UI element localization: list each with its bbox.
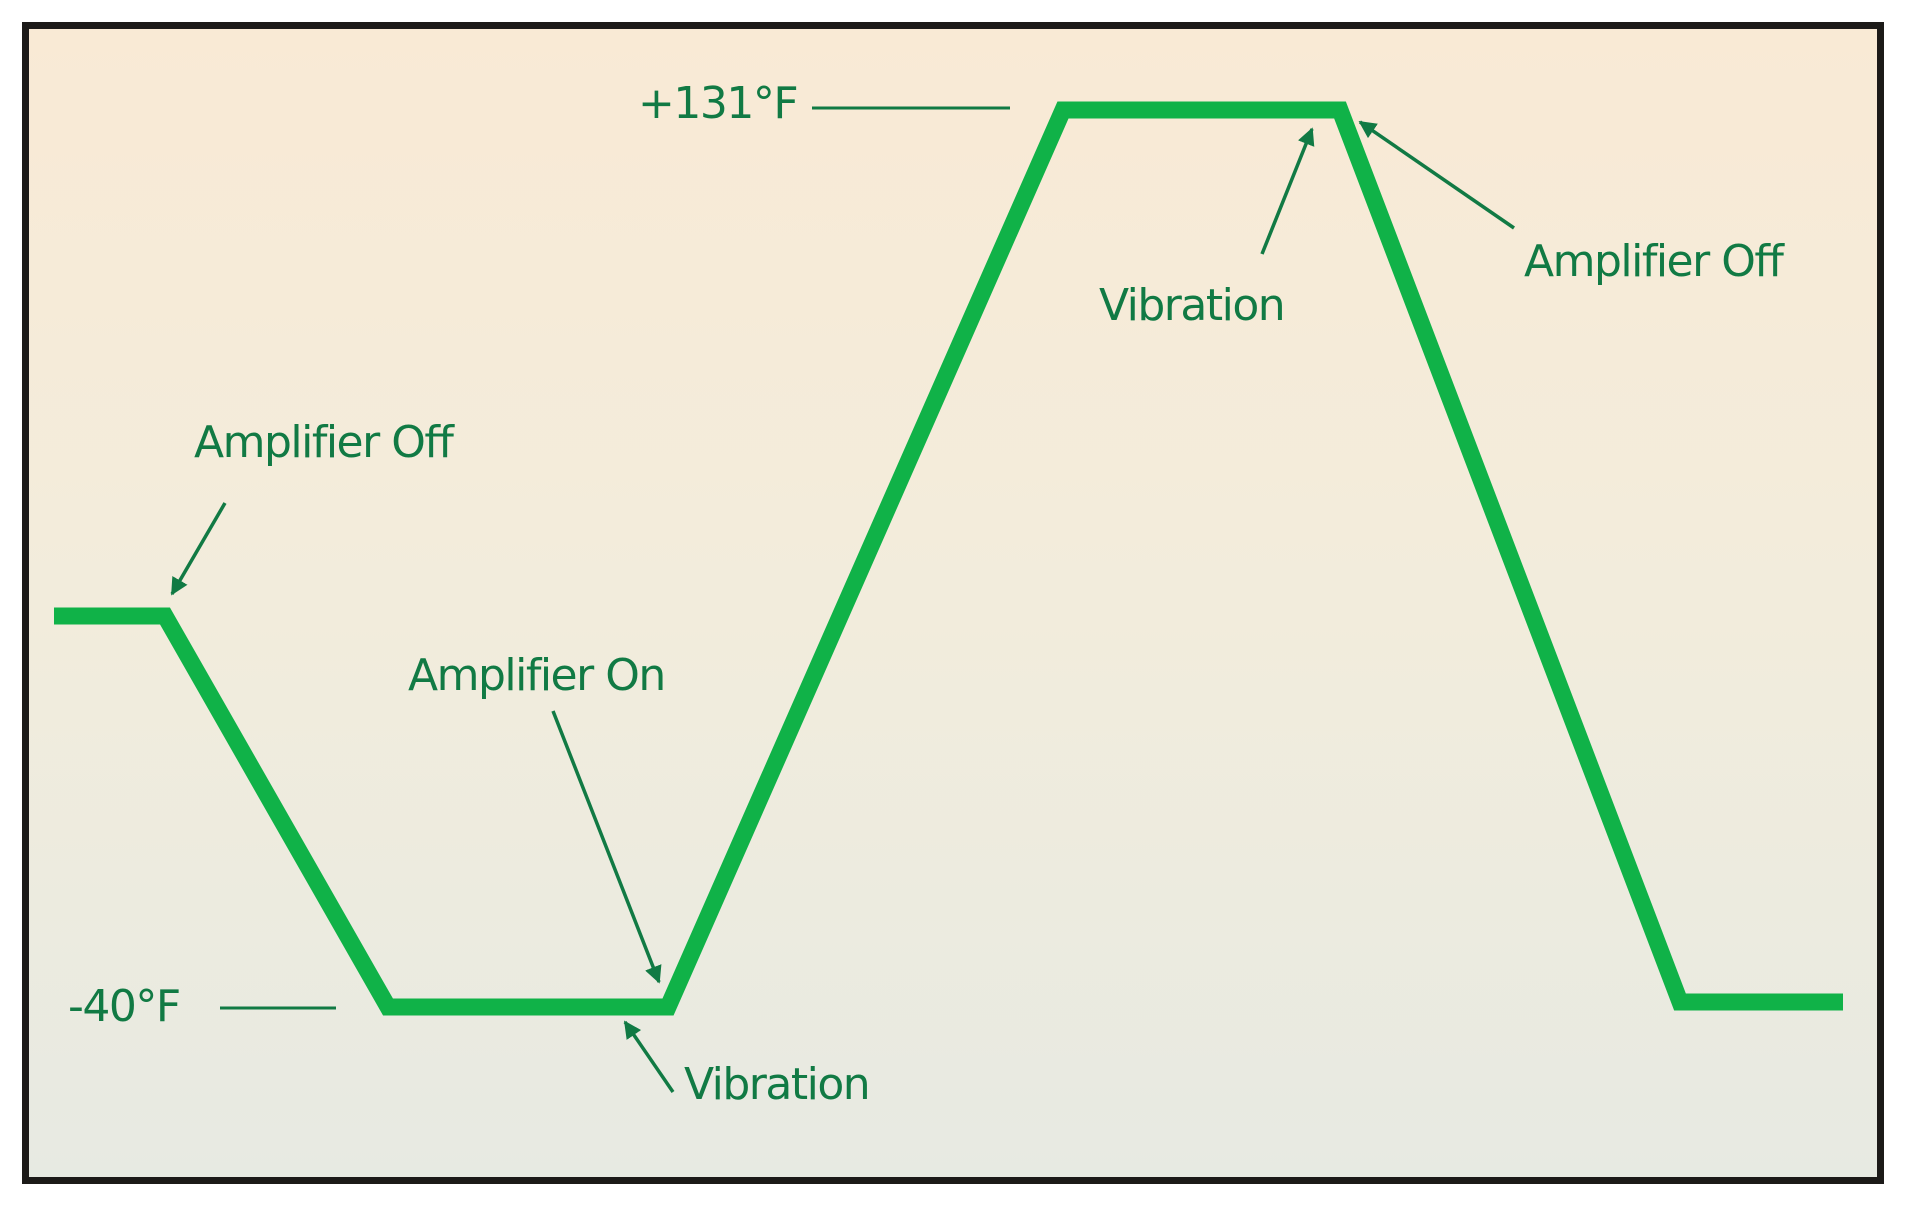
diagram-frame [22, 22, 1884, 1184]
vibration-high-arrow [1260, 127, 1315, 255]
amp-off-end-arrow [1358, 120, 1515, 230]
amp-off-start-label: Amplifier Off [194, 417, 455, 468]
temperature-profile-line [54, 101, 1843, 1016]
amp-on-label: Amplifier On [408, 650, 665, 701]
amp-on-arrow [551, 710, 662, 984]
low-level-label: -40°F [68, 981, 180, 1032]
vibration-high-label: Vibration [1099, 280, 1284, 331]
amp-off-start-arrow [170, 502, 227, 596]
amp-off-end-label: Amplifier Off [1524, 236, 1785, 287]
high-level-label: +131°F [638, 78, 797, 129]
vibration-low-arrow [623, 1020, 675, 1093]
vibration-low-label: Vibration [684, 1059, 869, 1110]
